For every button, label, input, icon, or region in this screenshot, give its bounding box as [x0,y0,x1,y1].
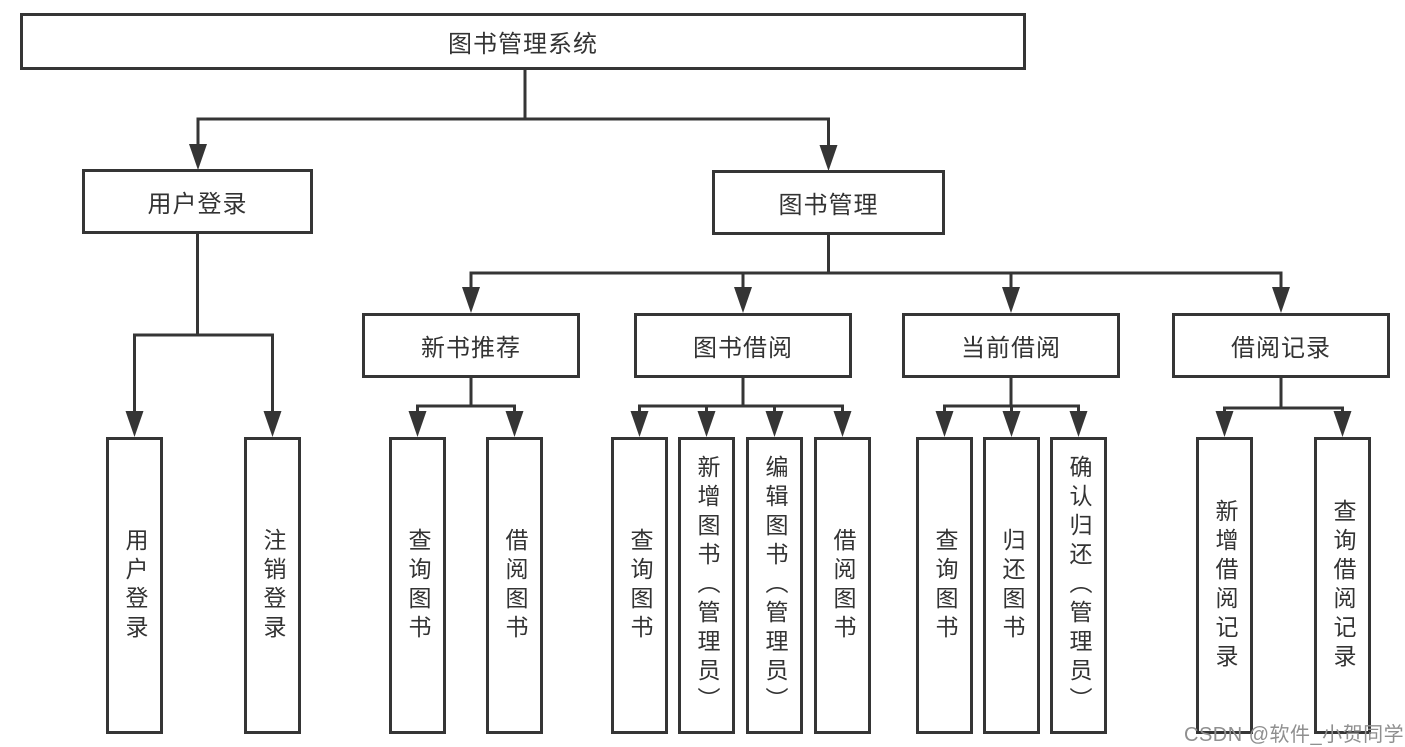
node-root-label: 图书管理系统 [448,31,598,58]
leaf-return-book: 归还图书 [983,437,1040,734]
leaf-borrow-query-book: 查询图书 [611,437,668,734]
leaf-logout-label: 注销登录 [260,527,286,644]
connector-borrow-records [1215,378,1352,437]
connector-current-borrow [935,378,1088,437]
leaf-current-query-book: 查询图书 [916,437,973,734]
leaf-rec-query-book-label: 查询图书 [405,527,431,644]
leaf-rec-borrow-book-label: 借阅图书 [502,527,528,644]
leaf-return-book-label: 归还图书 [999,527,1025,644]
node-book-management: 图书管理 [712,170,945,235]
leaf-confirm-return-admin: 确认归还（管理员） [1050,437,1107,734]
leaf-query-borrow-record-label: 查询借阅记录 [1330,498,1356,673]
leaf-user-login-label: 用户登录 [122,527,148,644]
leaf-user-login: 用户登录 [106,437,163,734]
node-new-book-rec-label: 新书推荐 [421,335,521,362]
node-book-management-label: 图书管理 [778,192,879,219]
leaf-current-query-book-label: 查询图书 [932,527,958,644]
leaf-edit-book-admin: 编辑图书（管理员） [746,437,803,734]
leaf-rec-borrow-book: 借阅图书 [486,437,543,734]
connector-root [189,70,838,171]
node-root: 图书管理系统 [20,13,1026,70]
leaf-borrow-book: 借阅图书 [814,437,871,734]
leaf-add-book-admin-label: 新增图书（管理员） [694,455,720,716]
connector-book-borrow [630,378,852,437]
leaf-query-borrow-record: 查询借阅记录 [1314,437,1371,734]
leaf-add-borrow-record-label: 新增借阅记录 [1212,498,1238,673]
node-book-borrow-label: 图书借阅 [693,335,793,362]
leaf-borrow-book-label: 借阅图书 [830,527,856,644]
connector-book-management [462,235,1290,313]
connector-new-book-rec [408,378,524,437]
node-borrow-records-label: 借阅记录 [1231,335,1331,362]
node-new-book-rec: 新书推荐 [362,313,580,378]
node-user-login-label: 用户登录 [147,191,248,218]
node-current-borrow-label: 当前借阅 [961,335,1061,362]
leaf-confirm-return-admin-label: 确认归还（管理员） [1066,455,1092,716]
leaf-rec-query-book: 查询图书 [389,437,446,734]
node-book-borrow: 图书借阅 [634,313,852,378]
leaf-logout: 注销登录 [244,437,301,734]
leaf-borrow-query-book-label: 查询图书 [627,527,653,644]
node-current-borrow: 当前借阅 [902,313,1120,378]
node-borrow-records: 借阅记录 [1172,313,1390,378]
connector-user-login [125,234,282,437]
leaf-add-borrow-record: 新增借阅记录 [1196,437,1253,734]
leaf-edit-book-admin-label: 编辑图书（管理员） [762,455,788,716]
watermark: CSDN @软件_小贺同学 [1184,724,1405,746]
leaf-add-book-admin: 新增图书（管理员） [678,437,735,734]
node-user-login: 用户登录 [82,169,313,234]
